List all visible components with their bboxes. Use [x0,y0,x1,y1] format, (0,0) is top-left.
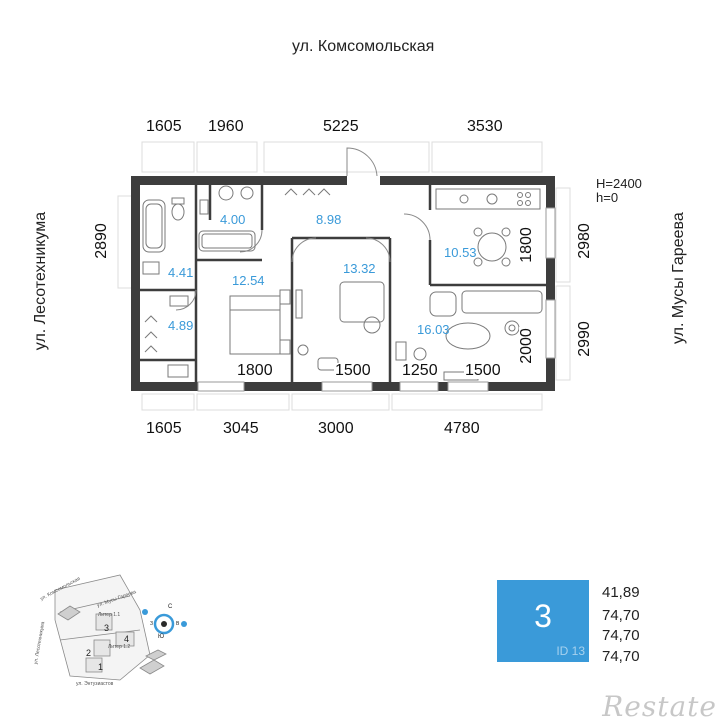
rooms-badge: 3 ID 13 [497,580,589,662]
site-building-3: 3 [104,623,110,633]
dim-top-2: 1960 [208,118,244,135]
dim-bottom-1: 1605 [146,420,182,437]
furniture [142,185,543,381]
room-bath-area: 4.00 [220,212,246,227]
window-dim-3: 1250 [401,362,439,379]
compass-south: Ю [158,634,165,640]
listing-id: ID 13 [556,644,585,658]
street-top-label: ул. Комсомольская [292,38,435,55]
ceiling-h: H=2400 [596,176,642,191]
room-wardrobe-area: 4.89 [168,318,194,333]
room-bedroom1-area: 12.54 [232,273,265,288]
window-dim-4: 1500 [464,362,502,379]
room-hall-area: 8.98 [316,212,342,227]
windows [197,207,556,392]
window-dim-2: 1500 [334,362,372,379]
dimension-guides [117,141,571,411]
interior-walls [140,185,546,382]
site-lit-1-2: Литер 1.2 [108,644,131,650]
ceiling-h0: h=0 [596,190,619,205]
dim-bottom-2: 3045 [223,420,259,437]
site-lit-1-1: Литер 1.1 [98,612,121,618]
room-wc-area: 4.41 [168,265,194,280]
room-living-area: 16.03 [417,322,450,337]
compass-north: С [168,604,173,610]
area-total-2: 74,70 [602,627,640,644]
ceiling-height: H=2400 h=0 [596,177,642,205]
site-building-4: 4 [124,634,130,644]
dim-bottom-4: 4780 [444,420,480,437]
room-bedroom2-area: 13.32 [343,261,376,276]
compass-east: В [176,621,180,627]
room-kitchen-area: 10.53 [444,245,477,260]
compass-icon [153,613,175,635]
dim-top-3: 5225 [323,118,359,135]
compass-west: З [150,621,154,627]
window-dim-1: 1800 [236,362,274,379]
dim-bottom-3: 3000 [318,420,354,437]
dim-top-4: 3530 [467,118,503,135]
dim-top-1: 1605 [146,118,182,135]
area-living: 41,89 [602,584,640,601]
rooms-count: 3 [534,598,552,634]
site-building-1: 1 [98,662,104,672]
watermark: Restate [602,690,717,723]
area-total-1: 74,70 [602,607,640,624]
area-total-3: 74,70 [602,648,640,665]
site-street-bottom: ул. Энтузиастов [76,681,114,687]
site-building-2: 2 [86,648,92,658]
